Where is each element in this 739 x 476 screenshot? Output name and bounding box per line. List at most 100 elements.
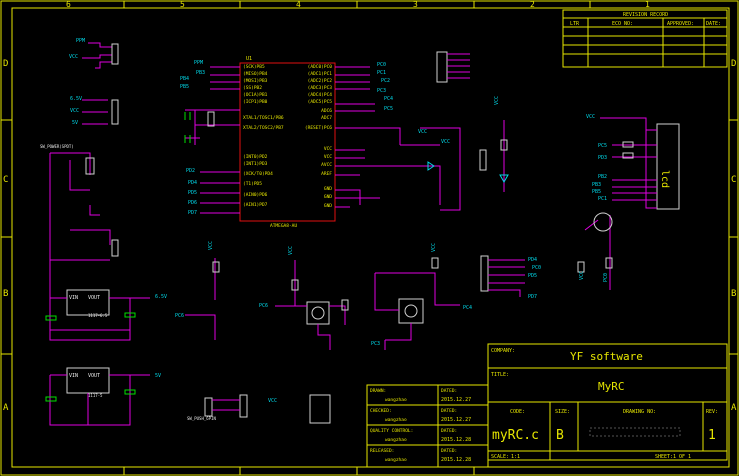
mcu-pin-label: (MOSI)PB3 [243,78,268,84]
net-label: PC3 [377,88,386,94]
revision-col: APPROVED: [667,21,694,27]
net-label: 5V [155,373,161,379]
row-label: A [3,403,9,413]
net-label: PC4 [384,96,393,102]
row-label: B [3,289,8,299]
drawing-number-redacted [589,427,681,437]
net-label: PC0 [603,273,609,282]
scale-value: 1:1 [511,454,520,460]
approval-name: wangzhao [385,417,407,423]
net-label: VCC [208,241,214,250]
row-label: D [3,59,8,69]
code-label: CODE: [510,409,525,415]
mcu-ref: U1 [246,56,252,62]
net-label: PB2 [598,174,607,180]
col-label: 2 [530,0,535,9]
mcu-pin-label: ADC7 [321,115,332,121]
mcu-pin-label: (MISO)PB4 [243,71,268,77]
net-label: VCC [579,271,585,280]
mcu-right-pin-labels: (ADC0)PC0(ADC1)PC1(ADC2)PC2(ADC3)PC3(ADC… [305,64,332,209]
approval-date-label: DATED: [441,448,457,454]
mcu-pin-label: AREF [321,171,332,177]
revision-col: LTR [570,21,580,27]
net-label: PD4 [188,180,197,186]
row-label: D [731,59,736,69]
col-label: 4 [296,0,301,9]
size-label: SIZE: [555,409,570,415]
mcu-left-pin-labels: (SCK)PB5(MISO)PB4(MOSI)PB3(SS)PB2(OC1A)P… [243,64,284,208]
net-label: 5V [72,120,78,126]
col-label: 6 [66,0,71,9]
mcu-pin-label: (ADC5)PC5 [308,99,333,105]
rev-value: 1 [708,428,716,443]
frame-row-labels: D C B A D C B A [3,59,737,413]
mcu-pin-label: (XCK/T0)PD4 [243,171,273,177]
mcu-pin-label: GND [324,203,332,209]
mcu-pin-label: (SCK)PB5 [243,64,265,70]
reg2-vout: VOUT [88,373,100,379]
title-label: TITLE: [491,372,509,378]
net-label: PC5 [384,106,393,112]
mcu-atmega8: U1 ATMEGA8-AU (SCK)PB5(MISO)PB4(MOSI)PB3… [239,56,336,229]
approval-name: wangzhao [385,397,407,403]
net-label: PC6 [259,303,268,309]
net-label: PC5 [598,143,607,149]
revision-col: ECO NO: [612,21,633,27]
mcu-pin-label: (ICP1)PB0 [243,99,268,105]
row-label: C [3,175,8,185]
frame-column-labels: 6 5 4 3 2 1 [66,0,650,9]
approval-name: wangzhao [385,457,407,463]
net-labels: PPM VCC 6.5V VCC 5V PPM PB3 PB4 PB5 PD2 … [69,38,609,404]
approval-date-label: DATED: [441,408,457,414]
mcu-pin-label: VCC [324,146,332,152]
mcu-pin-label: (ADC4)PC4 [308,92,333,98]
net-label: VCC [494,96,500,105]
approval-role: DRAWN: [370,388,386,394]
net-label: PC6 [175,313,184,319]
mcu-pin-label: (AIN0)PD6 [243,192,268,198]
net-label: VCC [586,114,595,120]
net-label: VCC [431,243,437,252]
net-label: VCC [288,246,294,255]
revision-col: DATE: [706,21,721,27]
title-block: COMPANY: YF software TITLE: MyRC CODE: m… [487,343,728,461]
net-label: 6.5V [155,294,167,300]
mcu-pin-label: GND [324,194,332,200]
mcu-pin-label: VCC [324,154,332,160]
net-label: VCC [418,129,427,135]
net-label: PC0 [532,265,541,271]
company-label: COMPANY: [491,348,515,354]
net-label: PD5 [528,273,537,279]
mcu-pin-label: (SS)PB2 [243,85,262,91]
approval-role: CHECKED: [370,408,392,414]
net-label: PC4 [463,305,472,311]
company-name: YF software [570,350,643,363]
net-label: PD4 [528,257,537,263]
power-switch-label: SW_POWER(SPDT) [40,144,74,149]
net-label: PB5 [180,84,189,90]
col-label: 1 [645,0,650,9]
size-value: B [556,428,564,443]
reg2-vin: VIN [69,373,78,379]
net-label: 6.5V [70,96,82,102]
net-label: PC0 [377,62,386,68]
drawing-no-label: DRAWING NO: [623,409,656,415]
mcu-part: ATMEGA8-AU [270,223,297,229]
mcu-pin-label: (ADC1)PC1 [308,71,333,77]
reg2-part: 1117-5 [88,393,103,398]
net-label: PB3 [196,70,205,76]
revision-heading: REVISION RECORD [623,12,668,18]
net-label: PB5 [592,189,601,195]
net-label: PC1 [377,70,386,76]
net-label: VCC [69,54,78,60]
approval-date: 2015.12.27 [441,417,471,423]
mcu-pin-label: ADC6 [321,108,332,114]
col-label: 3 [413,0,418,9]
scale-label: SCALE: [491,454,509,460]
mcu-pin-label: (INT1)PD3 [243,161,268,167]
lcd-label: lcd [659,170,670,188]
row-label: C [731,175,736,185]
approval-name: wangzhao [385,437,407,443]
net-label: PC2 [381,78,390,84]
